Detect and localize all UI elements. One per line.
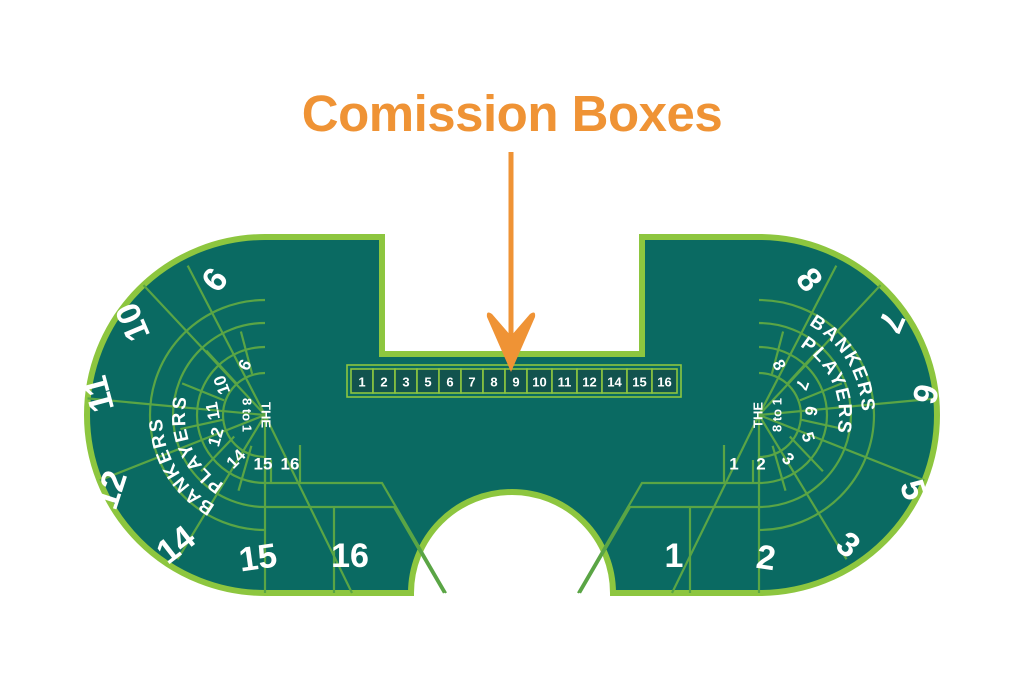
commission-box-label-9: 9 <box>512 375 519 390</box>
annotation-arrow <box>486 152 536 372</box>
commission-box-label-3: 3 <box>402 375 409 390</box>
page-title: Comission Boxes <box>301 85 723 142</box>
right-inner-dividers <box>757 331 844 492</box>
left-outer-number-15: 15 <box>237 537 280 580</box>
right-the-8to1-label: THE 8 to 1 <box>751 398 785 432</box>
commission-box-label-2: 2 <box>380 375 387 390</box>
commission-box-label-16: 16 <box>657 375 671 390</box>
right-8to1-label: 8 to 1 <box>770 398 785 432</box>
commission-box-11[interactable] <box>551 368 578 394</box>
left-inner-numbers: 6 10 11 12 14 15 16 <box>202 356 299 473</box>
right-the-label: THE <box>751 402 766 428</box>
left-ring-arcs <box>148 298 266 532</box>
commission-box-label-8: 8 <box>490 375 497 390</box>
commission-box-label-11: 11 <box>558 375 572 390</box>
commission-box-12[interactable] <box>576 368 603 394</box>
right-lower-dividers <box>577 445 759 594</box>
commission-box-label-14: 14 <box>607 375 622 390</box>
commission-box-16[interactable] <box>651 368 678 394</box>
commission-box-label-15: 15 <box>632 375 646 390</box>
commission-box-label-1: 1 <box>358 375 365 390</box>
left-inner-number-15: 15 <box>254 455 273 474</box>
table-rail <box>84 234 940 596</box>
left-the-8to1-label: THE 8 to 1 <box>240 398 274 432</box>
left-8to1-label: 8 to 1 <box>240 398 255 432</box>
left-inner-number-11: 11 <box>202 400 224 421</box>
commission-box-label-7: 7 <box>468 375 475 390</box>
arrow-head-icon <box>486 312 536 372</box>
right-sector-dividers <box>671 265 937 594</box>
left-inner-number-12: 12 <box>204 425 227 448</box>
commission-box-label-12: 12 <box>582 375 596 390</box>
right-ring-arcs <box>758 298 876 532</box>
right-inner-number-2: 2 <box>756 455 765 474</box>
commission-box-14[interactable] <box>601 368 628 394</box>
left-inner-dividers <box>180 331 267 492</box>
felt-surface <box>87 237 937 593</box>
right-inner-number-6: 6 <box>801 405 821 418</box>
commission-box-label-5: 5 <box>424 375 431 390</box>
left-inner-number-16: 16 <box>281 455 300 474</box>
commission-box-label-6: 6 <box>446 375 453 390</box>
left-the-label: THE <box>259 402 274 428</box>
left-lower-dividers <box>265 445 447 594</box>
right-inner-number-1: 1 <box>729 455 738 474</box>
table-body <box>84 234 940 596</box>
right-outer-number-1: 1 <box>665 537 684 575</box>
left-sector-dividers <box>87 265 353 594</box>
left-outer-number-16: 16 <box>331 537 369 575</box>
commission-box-label-10: 10 <box>532 375 546 390</box>
